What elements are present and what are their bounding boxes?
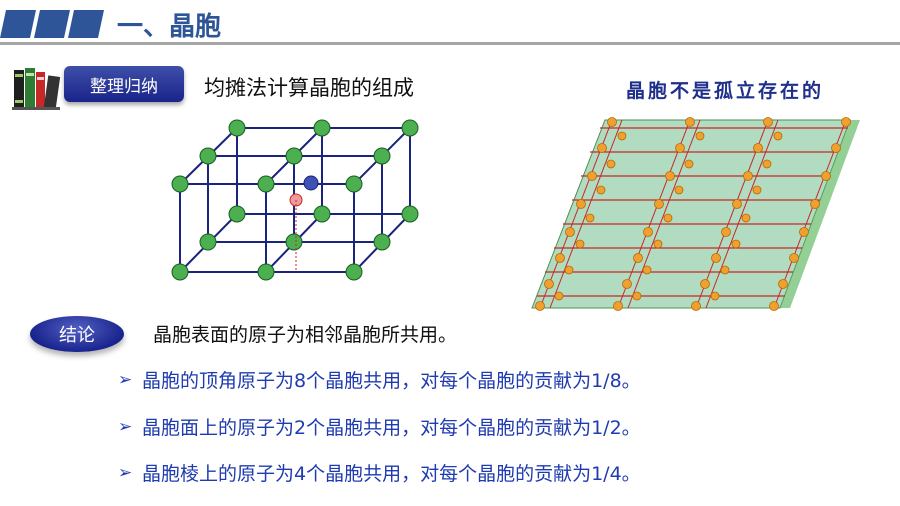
bullet-text: 晶胞的顶角原子为8个晶胞共用，对每个晶胞的贡献为1/8。 (142, 370, 641, 392)
bullet-text: 晶胞棱上的原子为4个晶胞共用，对每个晶胞的贡献为1/4。 (142, 463, 641, 485)
summary-badge: 整理归纳 (64, 66, 184, 102)
header-divider (0, 42, 900, 45)
arrow-bullet-icon: ➢ (118, 462, 133, 483)
bullet-item: ➢ 晶胞棱上的原子为4个晶胞共用，对每个晶胞的贡献为1/4。 (118, 459, 641, 486)
arrow-bullet-icon: ➢ (118, 416, 133, 437)
section-subtitle: 均摊法计算晶胞的组成 (204, 76, 414, 100)
page-title: 一、晶胞 (117, 12, 222, 42)
bullet-item: ➢ 晶胞的顶角原子为8个晶胞共用，对每个晶胞的贡献为1/8。 (118, 366, 641, 393)
arrow-bullet-icon: ➢ (118, 369, 133, 390)
conclusion-text: 晶胞表面的原子为相邻晶胞所共用。 (153, 324, 458, 346)
header-bars (0, 10, 104, 38)
crystal-lattice-illustration (531, 117, 860, 311)
books-icon (12, 68, 61, 110)
lattice-caption: 晶胞不是孤立存在的 (626, 80, 825, 102)
bullet-text: 晶胞面上的原子为2个晶胞共用，对每个晶胞的贡献为1/2。 (142, 417, 641, 439)
conclusion-badge: 结论 (30, 316, 124, 352)
unit-cell-diagram (171, 119, 419, 281)
bullet-item: ➢ 晶胞面上的原子为2个晶胞共用，对每个晶胞的贡献为1/2。 (118, 413, 641, 440)
